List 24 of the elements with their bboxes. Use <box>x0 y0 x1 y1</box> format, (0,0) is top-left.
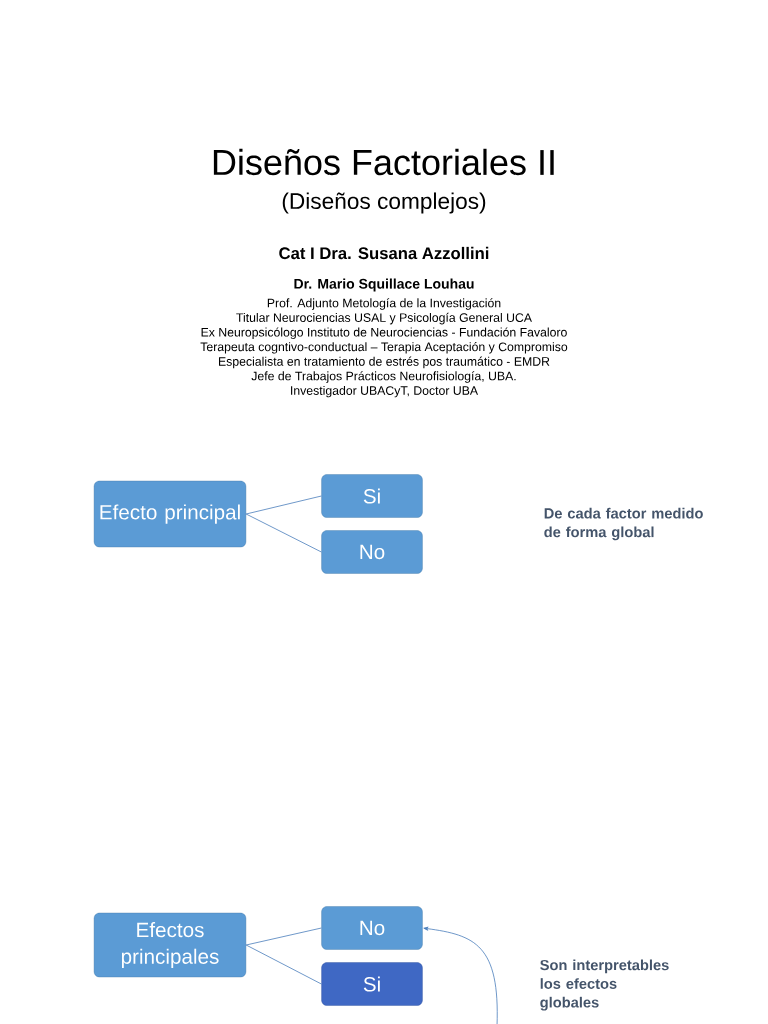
author-name: Dr. Mario Squillace Louhau <box>294 278 474 292</box>
title: Diseños Factoriales II <box>213 148 554 176</box>
process-box: Efecto principal <box>93 480 247 548</box>
process-box: Efectos principales <box>93 912 247 978</box>
process-box: Si <box>321 474 423 518</box>
connector-line <box>245 944 322 985</box>
affiliation-line: Jefe de Trabajos Prácticos Neurofisiología, UBA. <box>251 371 516 383</box>
note-text: De cada factor medido de forma global <box>544 507 703 541</box>
affiliation-line: Terapeuta cogntivo-conductual – Terapia Aceptación y Compromiso <box>200 342 568 354</box>
curved-arrow <box>423 926 498 1024</box>
process-box: Si <box>321 962 423 1006</box>
process-box: No <box>321 530 423 574</box>
connector-line <box>245 495 322 515</box>
author-name: Cat I Dra. Susana Azzollini <box>279 246 489 260</box>
note-text: Son interpretables los efectos globales <box>540 959 669 1011</box>
affiliation-line: Ex Neuropsicólogo Instituto de Neurociencias - Fundación Favaloro <box>201 327 567 339</box>
affiliation-line: Especialista en tratamiento de estrés pos traumático - EMDR <box>219 356 550 369</box>
affiliation-line: Prof. Adjunto Metología de la Investigación <box>267 298 501 310</box>
subtitle: (Diseños complejos) <box>282 192 486 214</box>
process-box: No <box>321 906 423 950</box>
affiliation-line: Titular Neurociencias USAL y Psicología General UCA <box>236 312 532 325</box>
connector-line <box>245 513 322 553</box>
affiliation-line: Investigador UBACyT, Doctor UBA <box>291 385 479 398</box>
connector-line <box>245 927 322 946</box>
